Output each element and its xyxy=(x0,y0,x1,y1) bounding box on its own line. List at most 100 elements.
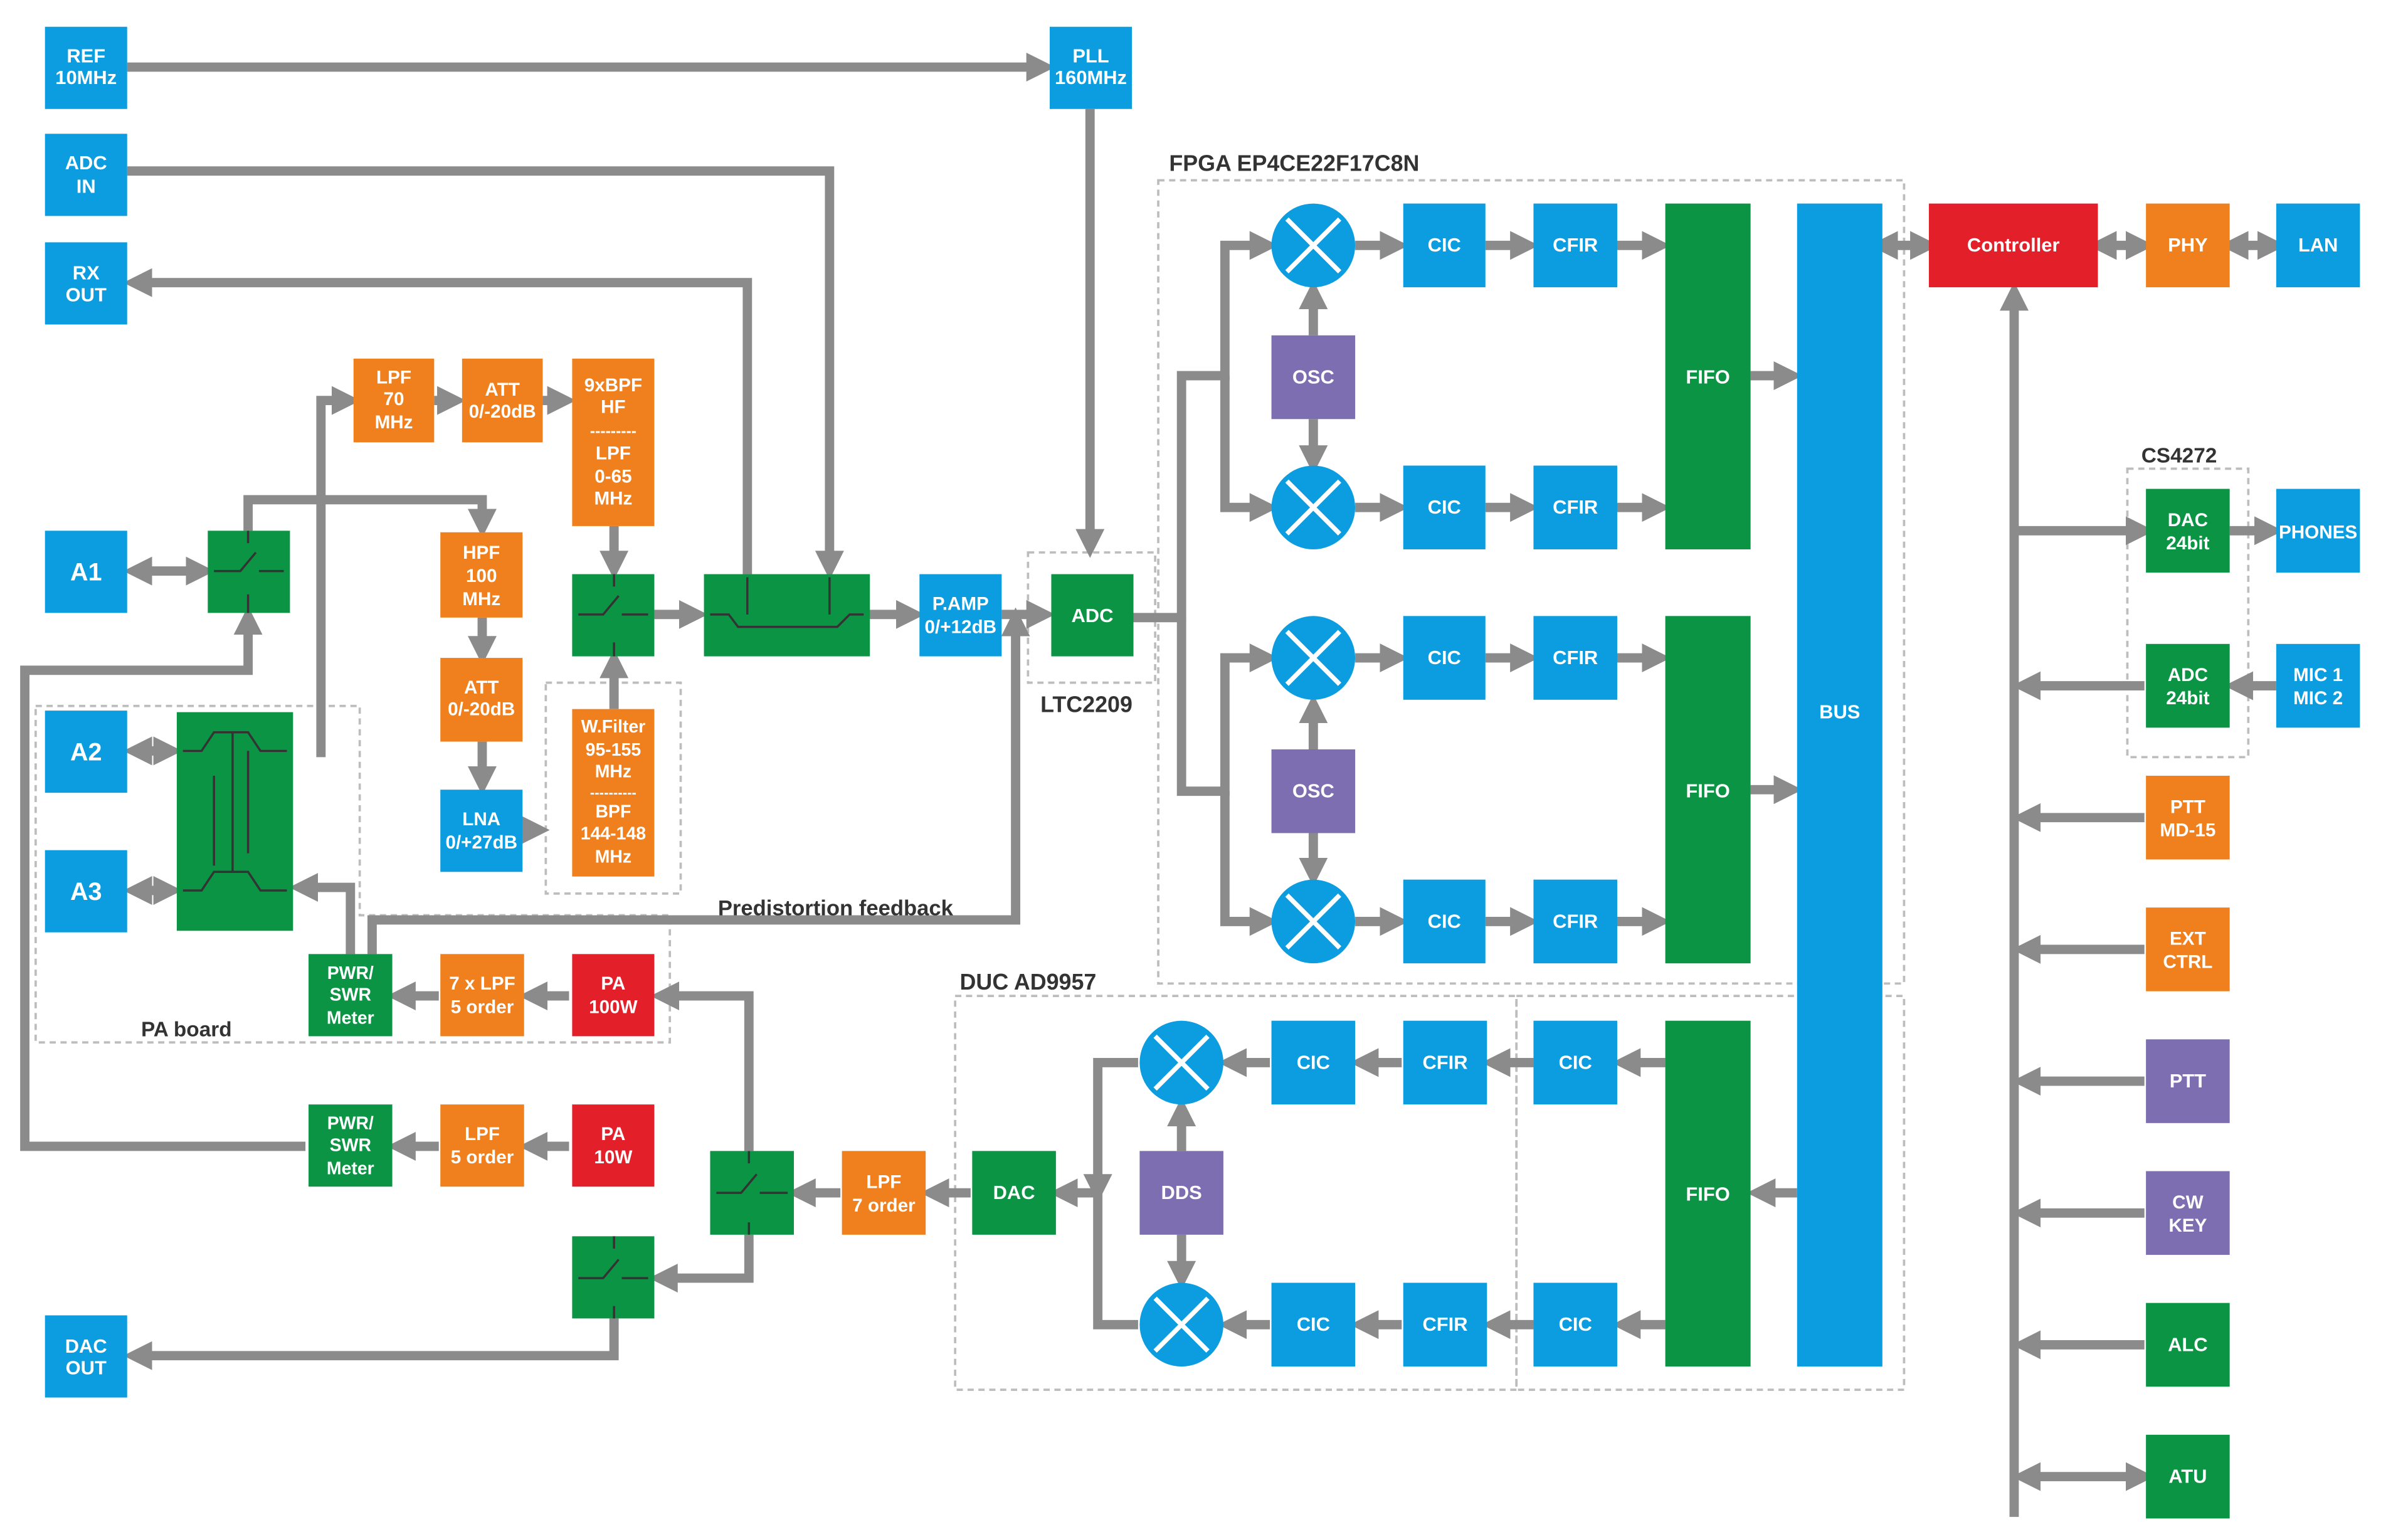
adc-24bit-block: ADC 24bit xyxy=(2146,643,2230,728)
svg-text:CTRL: CTRL xyxy=(2163,952,2212,973)
svg-text:DAC: DAC xyxy=(993,1181,1035,1203)
svg-text:9xBPF: 9xBPF xyxy=(584,375,642,396)
svg-text:7 order: 7 order xyxy=(852,1195,916,1216)
svg-text:7 x LPF: 7 x LPF xyxy=(449,973,515,994)
cfir-block: CFIR xyxy=(1533,465,1617,549)
ltc-label: LTC2209 xyxy=(1040,692,1133,717)
cfir-block: CFIR xyxy=(1533,879,1617,964)
dac-block: DAC xyxy=(972,1151,1056,1235)
mixer-icon xyxy=(1139,1282,1223,1367)
svg-text:RX: RX xyxy=(73,262,100,284)
svg-text:CIC: CIC xyxy=(1297,1051,1330,1073)
svg-text:LPF: LPF xyxy=(596,443,631,464)
lpf-7x-block: 7 x LPF 5 order xyxy=(440,954,524,1037)
svg-text:CIC: CIC xyxy=(1559,1313,1592,1335)
fifo-block: FIFO xyxy=(1665,1020,1751,1367)
svg-text:95-155: 95-155 xyxy=(586,740,642,760)
cfir-block: CFIR xyxy=(1403,1282,1487,1367)
svg-text:HPF: HPF xyxy=(463,542,500,563)
cic-block: CIC xyxy=(1403,616,1486,700)
svg-text:24bit: 24bit xyxy=(2166,688,2209,709)
svg-text:CFIR: CFIR xyxy=(1422,1313,1467,1335)
osc-block-1: OSC xyxy=(1271,335,1356,420)
phy-block: PHY xyxy=(2146,203,2230,288)
pwr-swr-meter-2: PWR/ SWR Meter xyxy=(309,1104,393,1187)
svg-text:MHz: MHz xyxy=(595,761,631,781)
svg-text:ADC: ADC xyxy=(2168,665,2208,685)
cfir-block: CFIR xyxy=(1403,1020,1487,1105)
svg-text:10W: 10W xyxy=(594,1147,632,1168)
svg-text:MHz: MHz xyxy=(375,412,413,433)
svg-text:OSC: OSC xyxy=(1292,366,1334,388)
svg-text:0/-20dB: 0/-20dB xyxy=(448,699,515,720)
svg-text:A1: A1 xyxy=(70,558,102,586)
svg-text:LPF: LPF xyxy=(376,367,411,388)
cic-block: CIC xyxy=(1403,203,1486,288)
adc-in-block: ADC IN xyxy=(45,134,127,216)
phones-block: PHONES xyxy=(2276,489,2360,573)
svg-text:DAC: DAC xyxy=(65,1335,107,1357)
svg-text:PA: PA xyxy=(601,1124,625,1144)
pa-10w-block: PA 10W xyxy=(572,1104,655,1187)
svg-text:CIC: CIC xyxy=(1428,496,1461,518)
svg-text:MHz: MHz xyxy=(462,589,500,610)
svg-text:CFIR: CFIR xyxy=(1553,234,1598,256)
svg-text:CW: CW xyxy=(2172,1192,2203,1213)
svg-text:ATT: ATT xyxy=(464,677,499,698)
pll-160mhz-block: PLL 160MHz xyxy=(1049,26,1133,109)
svg-text:70: 70 xyxy=(384,389,404,410)
alc-block: ALC xyxy=(2146,1303,2230,1387)
svg-text:LAN: LAN xyxy=(2298,234,2338,256)
svg-text:ADC: ADC xyxy=(1072,605,1114,626)
svg-text:DAC: DAC xyxy=(2168,510,2208,531)
cfir-block: CFIR xyxy=(1533,616,1617,700)
svg-text:0-65: 0-65 xyxy=(594,467,631,487)
hpf-100mhz-block: HPF 100 MHz xyxy=(440,532,523,618)
lan-block: LAN xyxy=(2276,203,2360,288)
lpf-70mhz-block: LPF 70 MHz xyxy=(353,358,435,443)
svg-text:ADC: ADC xyxy=(65,152,107,174)
cic-block: CIC xyxy=(1271,1020,1356,1105)
svg-text:MHz: MHz xyxy=(594,488,632,509)
svg-text:ATU: ATU xyxy=(2168,1466,2207,1488)
svg-text:LPF: LPF xyxy=(465,1124,500,1144)
svg-text:CFIR: CFIR xyxy=(1553,647,1598,669)
pwr-swr-meter-1: PWR/ SWR Meter xyxy=(309,954,393,1037)
a2-antenna-block: A2 xyxy=(45,711,127,793)
svg-text:LPF: LPF xyxy=(866,1172,901,1193)
svg-text:0/-20dB: 0/-20dB xyxy=(469,401,536,422)
svg-text:CIC: CIC xyxy=(1428,234,1461,256)
svg-text:Meter: Meter xyxy=(327,1158,374,1178)
cfir-block: CFIR xyxy=(1533,203,1617,288)
cs4272-label: CS4272 xyxy=(2141,445,2217,468)
ptt-md15-block: PTT MD-15 xyxy=(2146,775,2230,860)
atu-block: ATU xyxy=(2146,1434,2230,1519)
antenna-switch-matrix xyxy=(176,712,293,931)
svg-text:CFIR: CFIR xyxy=(1422,1051,1467,1073)
svg-text:---------: --------- xyxy=(590,423,636,440)
cic-block: CIC xyxy=(1271,1282,1356,1367)
mixer-icon xyxy=(1139,1020,1223,1105)
svg-text:CIC: CIC xyxy=(1428,647,1461,669)
svg-text:OSC: OSC xyxy=(1292,780,1334,802)
svg-text:CIC: CIC xyxy=(1297,1313,1330,1335)
svg-text:MIC 2: MIC 2 xyxy=(2293,688,2343,709)
group-labels: FPGA EP4CE22F17C8N LTC2209 DUC AD9957 CS… xyxy=(141,151,2217,1042)
predistortion-label: Predistortion feedback xyxy=(718,897,954,921)
svg-text:CIC: CIC xyxy=(1559,1051,1592,1073)
rx-out-block: RX OUT xyxy=(45,242,127,325)
svg-text:OUT: OUT xyxy=(66,1356,107,1378)
bus-block: BUS xyxy=(1797,203,1883,1367)
svg-text:HF: HF xyxy=(601,396,626,417)
dac-out-switch xyxy=(572,1236,655,1319)
svg-text:MIC 1: MIC 1 xyxy=(2293,665,2343,685)
svg-text:10MHz: 10MHz xyxy=(55,66,117,88)
lpf-7-order-block: LPF 7 order xyxy=(842,1151,926,1235)
fpga-group xyxy=(1157,179,1906,985)
svg-text:PHONES: PHONES xyxy=(2279,522,2357,543)
svg-text:100W: 100W xyxy=(589,996,637,1017)
mixer-icon xyxy=(1271,465,1356,549)
svg-text:ALC: ALC xyxy=(2168,1333,2208,1355)
a1-antenna-block: A1 xyxy=(45,531,127,613)
svg-text:FIFO: FIFO xyxy=(1686,780,1729,802)
